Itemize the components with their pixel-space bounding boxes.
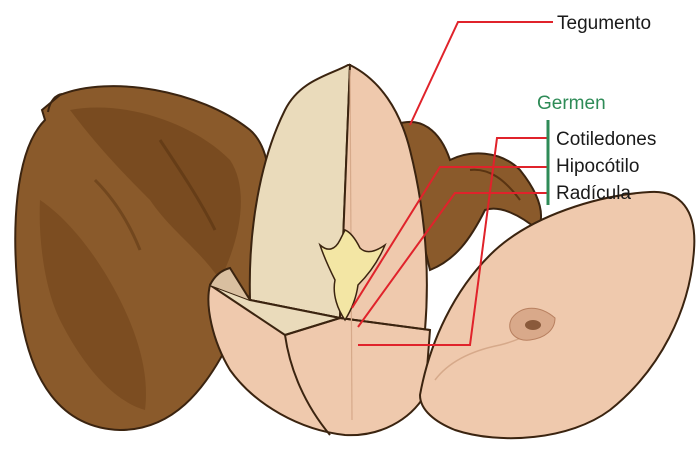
label-hipocotilo: Hipocótilo — [556, 156, 639, 177]
label-cotiledones: Cotiledones — [556, 129, 656, 150]
tegumento-leader — [410, 22, 553, 125]
label-radicula: Radícula — [556, 183, 631, 204]
whole-seed-icon — [15, 86, 270, 430]
label-tegumento: Tegumento — [557, 13, 651, 34]
label-germen: Germen — [537, 93, 606, 114]
